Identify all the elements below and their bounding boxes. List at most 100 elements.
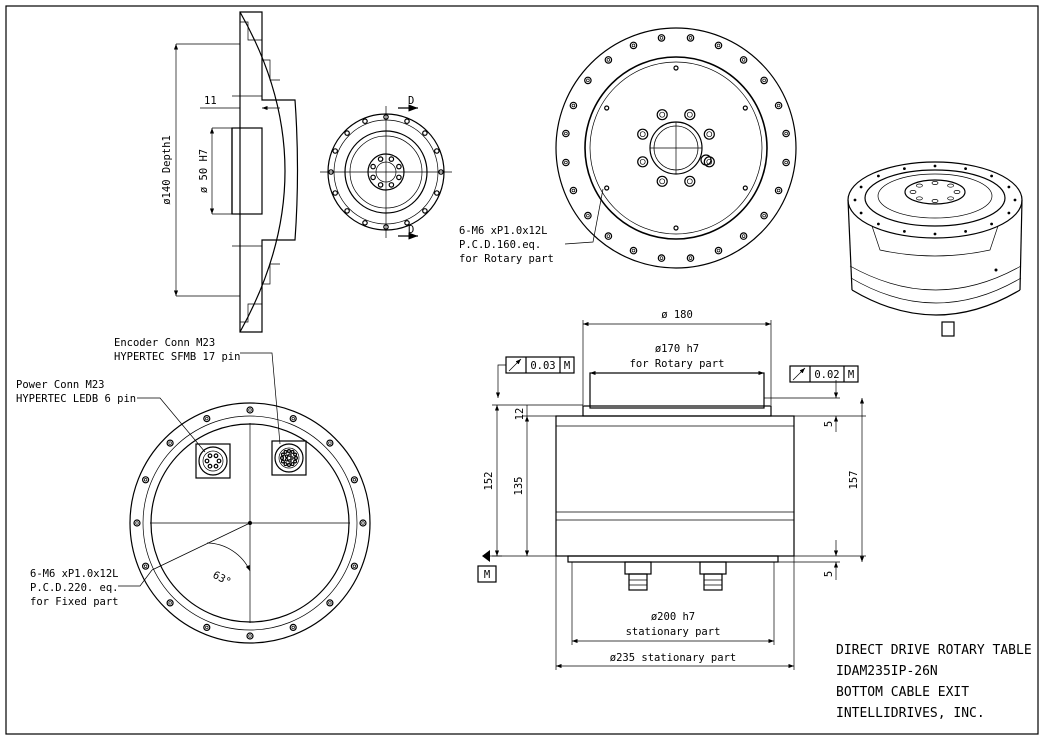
small-inner-hole — [370, 163, 376, 170]
small-outer-hole — [332, 148, 339, 154]
rotary-outer-hole-inner — [586, 78, 590, 83]
iso-rim-hole — [903, 230, 906, 233]
rotary-inner-hole — [684, 109, 696, 121]
rotary-outer-hole — [774, 186, 783, 195]
encoder-pin — [280, 456, 285, 461]
title-line4: INTELLIDRIVES, INC. — [836, 706, 985, 721]
bottom-outer-hole — [326, 599, 334, 607]
power-pin — [207, 463, 213, 469]
iso-hole — [947, 196, 954, 201]
rotary-outer-hole-inner — [564, 131, 568, 136]
rotary-outer-hole — [629, 246, 638, 255]
iso-hole — [931, 181, 939, 185]
encoder-pin-inner — [288, 459, 292, 463]
dim-235-label: ø235 stationary part — [610, 652, 736, 664]
small-view-holes — [328, 114, 444, 230]
bottom-view — [129, 402, 371, 644]
iso-rim-hole — [964, 230, 967, 233]
dim-200-line1: ø200 h7 — [651, 611, 695, 623]
rotary-outer-hole — [584, 211, 592, 220]
rotary-inner-hole — [703, 156, 715, 168]
encoder-pin — [280, 459, 285, 464]
bottom-outer-hole-inner — [205, 416, 209, 421]
power-leader — [137, 397, 206, 453]
encoder-pin — [294, 456, 299, 461]
dim-157-label: 157 — [848, 471, 860, 490]
small-inner-hole — [388, 156, 395, 162]
tol-right-datum: M — [848, 369, 854, 381]
rotary-note-line3: for Rotary part — [459, 253, 554, 265]
iso-rim-hole — [859, 185, 863, 189]
rotary-mid-hole — [742, 105, 748, 111]
rotary-inner-hole — [637, 128, 649, 140]
dim-180-label: ø 180 — [661, 309, 693, 321]
dim-200-line2: stationary part — [626, 626, 721, 638]
encoder-pin — [293, 452, 298, 457]
power-connector — [195, 443, 231, 479]
rotary-outer-hole — [714, 246, 723, 255]
encoder-leader — [240, 352, 281, 445]
iso-rim-hole — [853, 198, 857, 202]
small-outer-hole — [328, 169, 334, 175]
small-outer-hole — [422, 130, 428, 136]
rotary-outer-hole-inner — [586, 213, 590, 218]
iso-hole — [909, 190, 917, 194]
iso-rim-hole — [1007, 211, 1011, 215]
rotary-inner-hole-inner — [659, 111, 666, 118]
bottom-outer-hole-inner — [328, 441, 332, 445]
iso-hole — [953, 190, 961, 194]
small-inner-hole — [370, 174, 376, 181]
rotary-inner-hole — [703, 128, 715, 140]
rotary-inner-hole — [637, 156, 649, 168]
power-line2: HYPERTEC LEDB 6 pin — [16, 393, 136, 405]
tol-left-datum: M — [564, 360, 570, 372]
tol-right-value: 0.02 — [814, 369, 839, 381]
rotary-outer-hole-inner — [762, 78, 766, 83]
rotary-inner-hole — [656, 109, 668, 121]
iso-hole — [931, 199, 939, 203]
bottom-outer-hole — [203, 415, 211, 423]
rotary-note-line1: 6-M6 xP1.0x12L — [459, 225, 548, 237]
rotary-view-holes — [562, 34, 790, 262]
encoder-pin — [287, 449, 292, 454]
title-line1: DIRECT DRIVE ROTARY TABLE — [836, 643, 1032, 658]
bottom-outer-hole-inner — [352, 478, 357, 482]
rotary-outer-hole-inner — [784, 131, 788, 136]
rotary-outer-hole — [686, 254, 695, 262]
rotary-outer-hole-inner — [564, 160, 568, 165]
bottom-outer-hole-inner — [248, 634, 252, 638]
rotary-outer-hole — [774, 101, 783, 110]
small-outer-hole — [383, 114, 389, 120]
encoder-pin — [290, 449, 295, 454]
bottom-outer-hole-inner — [168, 441, 172, 445]
rotary-note-leader — [564, 188, 604, 245]
sheet-border — [5, 5, 1039, 735]
rotary-outer-hole-inner — [659, 36, 664, 40]
rotary-outer-hole — [760, 211, 768, 220]
encoder-pin-inner — [284, 454, 289, 459]
rotary-outer-hole — [657, 254, 666, 262]
power-pin — [216, 458, 222, 464]
iso-hole — [947, 183, 954, 188]
bottom-outer-hole — [203, 623, 211, 632]
rotary-outer-hole — [686, 34, 695, 42]
rotary-outer-hole-inner — [741, 234, 746, 238]
rotary-outer-hole-inner — [571, 188, 576, 193]
small-outer-hole — [404, 118, 410, 125]
bottom-outer-hole — [246, 406, 254, 414]
small-inner-hole — [388, 182, 395, 188]
small-outer-hole — [362, 118, 368, 125]
small-outer-hole — [433, 148, 440, 154]
iso-rim-hole — [990, 174, 993, 178]
rotary-outer-hole-inner — [631, 248, 636, 253]
small-outer-hole — [433, 190, 440, 196]
iso-rim-hole — [877, 222, 880, 226]
iso-hole — [916, 196, 923, 201]
bottom-outer-hole-inner — [143, 478, 148, 482]
datum-label: M — [484, 569, 490, 581]
encoder-connector — [271, 440, 307, 476]
dim-5-bottom-label: 5 — [823, 571, 835, 577]
encoder-pin-inner — [290, 456, 294, 460]
rotary-outer-hole — [714, 41, 723, 50]
encoder-pin-inner — [284, 457, 289, 462]
